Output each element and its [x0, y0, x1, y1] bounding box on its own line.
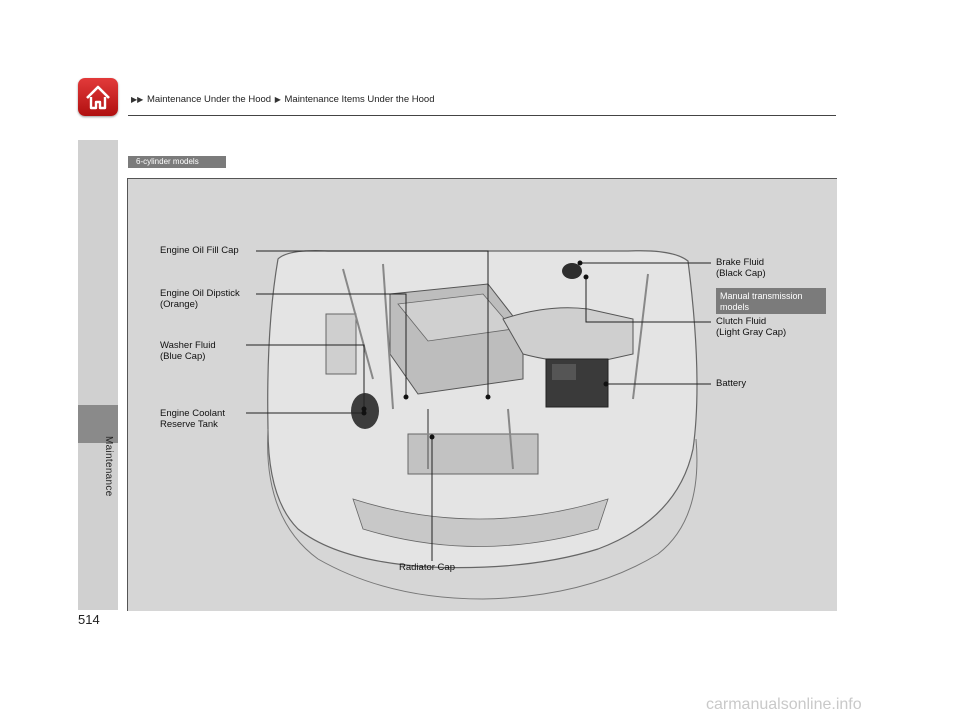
callout-battery: Battery	[716, 378, 747, 389]
callout-brake-fluid: Brake Fluid (Black Cap)	[716, 257, 766, 279]
breadcrumb-level2[interactable]: Maintenance Items Under the Hood	[284, 94, 435, 105]
breadcrumb-arrow-icon: ▶	[274, 95, 281, 104]
breadcrumb: ▶▶ Maintenance Under the Hood ▶ Maintena…	[130, 94, 434, 105]
callout-engine-oil-dipstick: Engine Oil Dipstick (Orange)	[160, 288, 240, 310]
breadcrumb-level1[interactable]: Maintenance Under the Hood	[146, 94, 272, 105]
watermark: carmanualsonline.info	[706, 696, 862, 713]
section-sidebar	[78, 140, 118, 610]
callout-washer-fluid: Washer Fluid (Blue Cap)	[160, 340, 216, 362]
section-label: Maintenance	[103, 436, 114, 497]
engine-bay-figure	[127, 178, 837, 611]
home-icon	[86, 85, 110, 110]
callout-clutch-fluid: Clutch Fluid (Light Gray Cap)	[716, 316, 787, 338]
figure-tag: 6-cylinder models	[128, 156, 226, 168]
callout-engine-coolant: Engine Coolant Reserve Tank	[160, 408, 225, 430]
home-button[interactable]	[78, 78, 118, 116]
engine-bay-illustration	[246, 250, 711, 600]
section-sidebar-marker	[78, 405, 118, 443]
callout-radiator-cap: Radiator Cap	[399, 562, 455, 573]
manual-transmission-badge: Manual transmission models	[716, 288, 826, 314]
callout-engine-oil-fill-cap: Engine Oil Fill Cap	[160, 245, 239, 256]
header-rule	[128, 115, 836, 116]
breadcrumb-arrow-icon: ▶▶	[131, 95, 144, 104]
page-number: 514	[78, 612, 100, 627]
